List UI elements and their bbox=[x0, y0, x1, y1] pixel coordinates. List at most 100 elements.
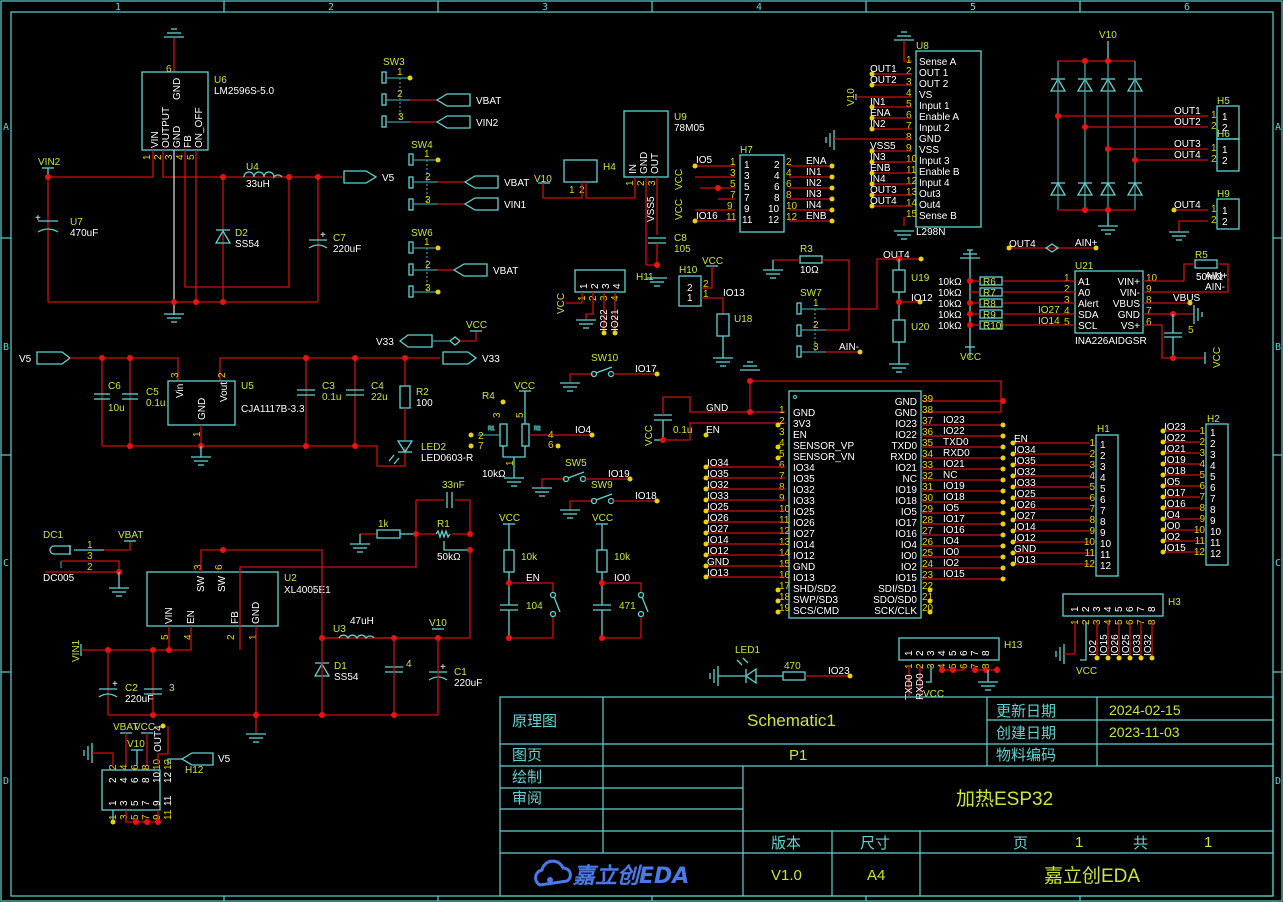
sensing-circuit[interactable]: R3 10Ω SW7 1 2 3 AIN- OUT4 U19 U20 IO12 … bbox=[556, 238, 1099, 373]
svg-text:AIN-: AIN- bbox=[1205, 282, 1225, 293]
svg-text:220uF: 220uF bbox=[125, 694, 153, 705]
svg-text:OUT: OUT bbox=[650, 153, 661, 174]
h6-connector[interactable] bbox=[1216, 138, 1240, 172]
led1-circuit[interactable]: LED1 470 IO23 bbox=[709, 645, 853, 686]
svg-text:VBAT: VBAT bbox=[113, 722, 138, 733]
header-pin-label: 12 bbox=[1100, 561, 1112, 572]
u21-pin-label: Alert bbox=[1078, 299, 1099, 310]
svg-text:2: 2 bbox=[786, 157, 792, 168]
u2-body[interactable] bbox=[146, 571, 279, 627]
svg-text:OUTPUT: OUTPUT bbox=[161, 107, 172, 148]
svg-text:11: 11 bbox=[742, 215, 753, 226]
u8-pin-number: 13 bbox=[906, 187, 918, 198]
h9-connector[interactable] bbox=[1216, 198, 1240, 230]
svg-text:3: 3 bbox=[398, 112, 404, 123]
switch-group[interactable]: SW3 1 2 3 VBAT VIN2 SW4 1 2 3 VBAT VIN1 … bbox=[381, 57, 529, 298]
esp32-net-label: IO27 bbox=[707, 524, 729, 535]
u21-pin-label: A1 bbox=[1078, 277, 1091, 288]
svg-text:SW: SW bbox=[196, 575, 207, 592]
u6-buck-circuit[interactable]: U6 LM2596S-5.0 VIN OUTPUT GND FB ON_OFF … bbox=[35, 28, 395, 323]
net-port-vin1[interactable] bbox=[463, 197, 499, 211]
svg-text:VCC: VCC bbox=[644, 425, 655, 446]
svg-text:+: + bbox=[112, 679, 118, 690]
r2-resistor[interactable] bbox=[399, 385, 411, 409]
svg-text:471: 471 bbox=[619, 601, 636, 612]
sheet-number: 1 bbox=[1075, 834, 1083, 851]
u7-value: 470uF bbox=[70, 228, 98, 239]
u8-pin-label: Out4 bbox=[919, 200, 941, 211]
svg-text:SW5: SW5 bbox=[565, 458, 587, 469]
svg-text:4: 4 bbox=[786, 168, 792, 179]
svg-text:EN: EN bbox=[526, 573, 540, 584]
svg-text:VIN1: VIN1 bbox=[504, 200, 527, 211]
u6-body[interactable] bbox=[141, 71, 209, 151]
esp32-net-label: IO13 bbox=[707, 568, 729, 579]
esp32-net-label: IO5 bbox=[943, 503, 960, 514]
header-net-label: IO14 bbox=[1014, 522, 1036, 533]
svg-text:IO23: IO23 bbox=[828, 666, 850, 677]
esp32-module[interactable]: GND13V32EN3SENSOR_VP4SENSOR_VN5IO346IO34… bbox=[703, 361, 1007, 619]
ground-symbol-icon bbox=[350, 534, 370, 553]
ground-symbol-icon bbox=[713, 357, 733, 367]
u5-ldo-circuit[interactable]: V5 V33 V33 VCC U5 CJA1117B-3.3 Vin GND V… bbox=[19, 320, 500, 467]
svg-text:VSS5: VSS5 bbox=[646, 196, 657, 222]
header-net-label: IO21 bbox=[1164, 444, 1186, 455]
svg-text:1: 1 bbox=[1222, 145, 1228, 156]
pushbutton-icon bbox=[637, 591, 649, 618]
net-port-vbat[interactable] bbox=[452, 263, 488, 277]
h11-connector[interactable] bbox=[574, 269, 626, 293]
u9-regulator-circuit[interactable]: U9 78M05 IN GND OUT 1 2 3 H4 1 2 V10 VSS… bbox=[534, 110, 705, 287]
net-port-vbat[interactable] bbox=[463, 175, 499, 189]
esp32-pin-number: 27 bbox=[922, 526, 934, 537]
svg-text:V33: V33 bbox=[376, 337, 394, 348]
esp32-pin-number: 16 bbox=[779, 570, 791, 581]
u18-resistor[interactable] bbox=[716, 313, 730, 337]
col-5: 5 bbox=[970, 2, 976, 13]
misc-inputs[interactable]: R4 VCC 3 5 R1 R2 2 7 4 6 IO4 1 10kΩ SW10… bbox=[468, 353, 786, 641]
net-port-vbat[interactable] bbox=[435, 93, 471, 107]
ground-symbol-icon bbox=[83, 743, 93, 763]
net-port-v5[interactable] bbox=[36, 351, 72, 365]
u8-net-label: IN4 bbox=[870, 174, 886, 185]
updated-date: 2024-02-15 bbox=[1109, 702, 1181, 718]
esp32-pin-number: 34 bbox=[922, 449, 934, 460]
header-net-label: IO12 bbox=[1014, 533, 1036, 544]
header-pin-label: 2 bbox=[108, 777, 119, 783]
svg-text:2: 2 bbox=[397, 89, 403, 100]
svg-text:1: 1 bbox=[569, 185, 575, 196]
svg-text:IO19: IO19 bbox=[608, 469, 630, 480]
header-pin-label: 6 bbox=[1210, 483, 1216, 494]
header-pin-number: 12 bbox=[1084, 559, 1096, 570]
header-net-label: IO26 bbox=[1110, 634, 1121, 656]
net-port-v5[interactable] bbox=[343, 170, 378, 184]
esp32-pin-number: 31 bbox=[922, 482, 934, 493]
net-port-v33-in[interactable] bbox=[398, 334, 433, 348]
h4-body[interactable] bbox=[563, 159, 598, 183]
u2-buck-circuit[interactable]: DC1 1 3 2 VBAT DC005 U2 XL4005E1 SW SW V… bbox=[43, 480, 482, 743]
h10-connector[interactable] bbox=[678, 275, 702, 307]
svg-text:AIN-: AIN- bbox=[839, 342, 859, 353]
header-pin-number: 12 bbox=[1194, 547, 1206, 558]
svg-text:EN: EN bbox=[706, 425, 720, 436]
svg-text:H11: H11 bbox=[636, 272, 654, 283]
svg-text:VCC: VCC bbox=[134, 722, 155, 733]
ground-symbol-icon bbox=[532, 487, 552, 497]
net-port-vin2[interactable] bbox=[435, 115, 471, 129]
esp32-pin-label: GND bbox=[895, 397, 917, 408]
led-icon bbox=[388, 440, 414, 465]
u21-ina226[interactable]: U21 INA226AIDGSR A11R610kΩA02R710kΩAlert… bbox=[938, 249, 1229, 368]
r5-shunt[interactable] bbox=[1194, 259, 1218, 269]
u8-pin-number: 8 bbox=[906, 132, 912, 143]
u8-pin-number: 3 bbox=[906, 77, 912, 88]
net-port-v33[interactable] bbox=[442, 351, 478, 365]
svg-text:IO22: IO22 bbox=[599, 309, 610, 331]
